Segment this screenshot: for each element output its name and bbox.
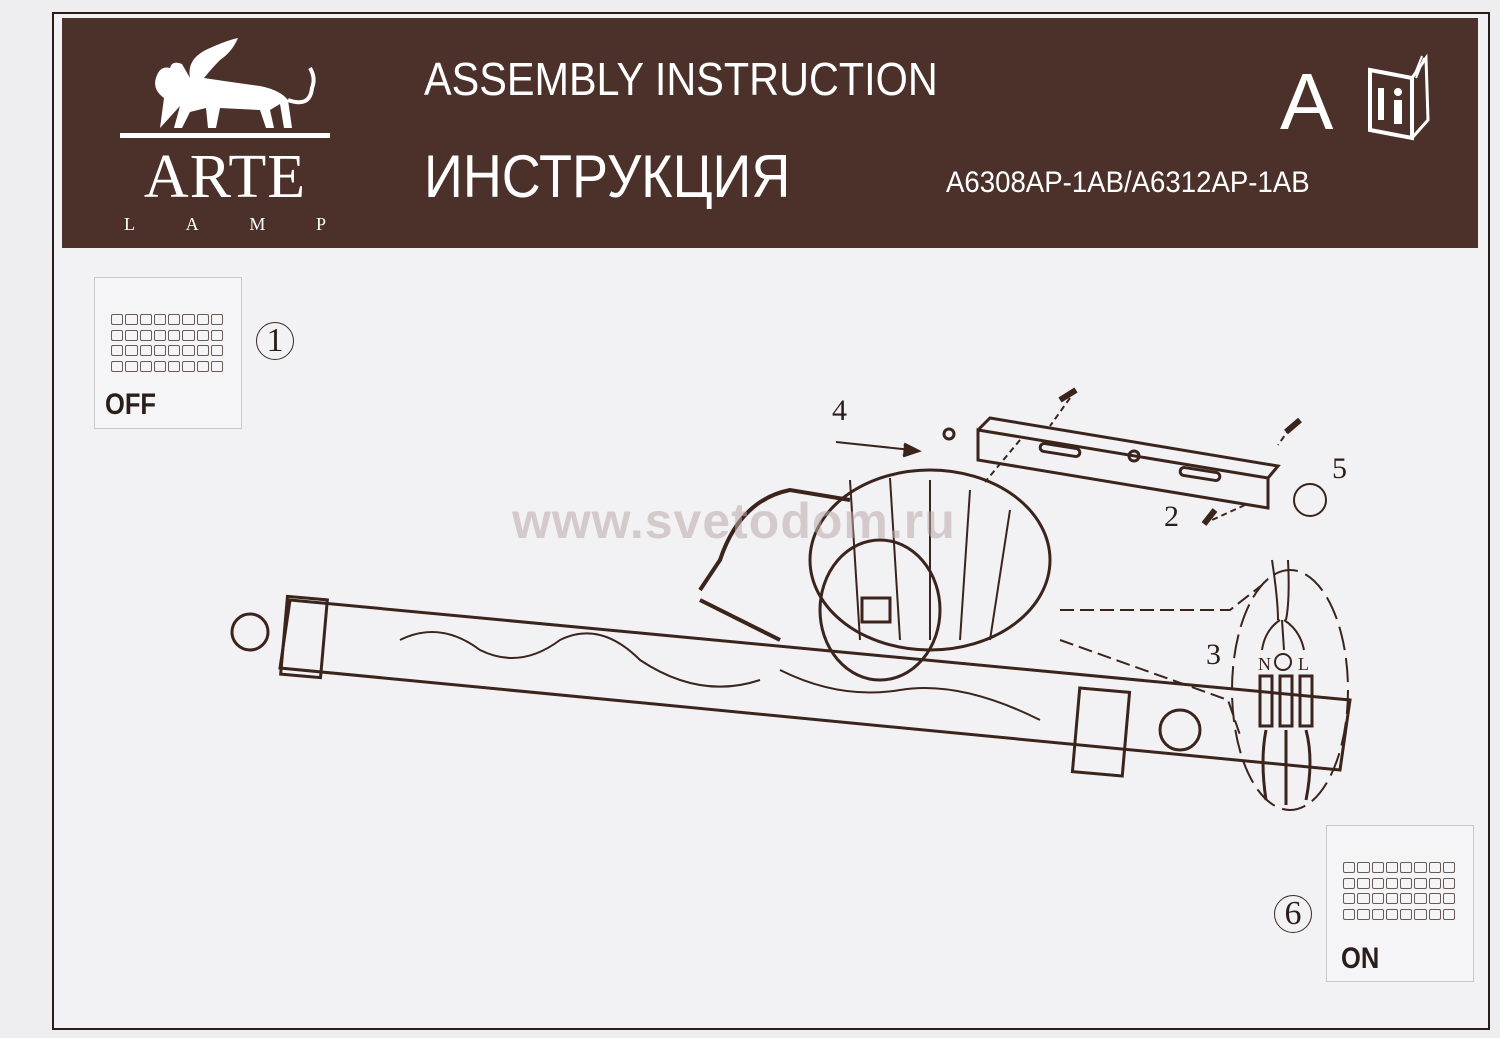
power-off-switch-diagram: OFF bbox=[94, 277, 242, 429]
step-1-number: 1 bbox=[256, 322, 294, 360]
model-number: A6308AP-1AB/A6312AP-1AB bbox=[946, 166, 1310, 199]
step-6-number: 6 bbox=[1274, 895, 1312, 933]
griffin-logo bbox=[155, 38, 316, 128]
screw-guide-left bbox=[984, 397, 1071, 483]
screw-head bbox=[942, 427, 956, 441]
brand-letter: M bbox=[249, 214, 266, 234]
on-label: ON bbox=[1341, 942, 1380, 975]
logo-rule bbox=[120, 133, 330, 138]
callout-nut: 5 bbox=[1332, 452, 1347, 485]
arrow-head bbox=[902, 442, 922, 458]
mounting-bracket bbox=[976, 416, 1281, 510]
lamp-tube bbox=[230, 594, 1352, 778]
breaker-panel bbox=[1343, 862, 1455, 922]
callout-screw: 2 bbox=[1164, 500, 1179, 533]
detail-leader-top bbox=[1060, 584, 1263, 611]
off-label: OFF bbox=[105, 388, 156, 421]
wall-plug-left bbox=[1058, 387, 1078, 403]
mount-screw bbox=[1201, 508, 1218, 526]
brand-letter: L bbox=[124, 214, 135, 234]
brand-subtitle: L A M P bbox=[120, 214, 330, 235]
lamp-arm-and-shade bbox=[698, 468, 1052, 682]
title-russian: ИНСТРУКЦИЯ bbox=[424, 143, 791, 210]
breaker-panel bbox=[111, 314, 223, 374]
nut bbox=[1293, 483, 1327, 517]
callout-bracket: 4 bbox=[832, 394, 847, 427]
title-english: ASSEMBLY INSTRUCTION bbox=[424, 53, 938, 105]
arte-lamp-logo: ARTE L A M P bbox=[120, 38, 330, 238]
terminal-detail-ellipse bbox=[1231, 569, 1349, 811]
section-letter: A bbox=[1280, 57, 1334, 146]
header-banner: ARTE L A M P ASSEMBLY INSTRUCTION ИНСТРУ… bbox=[62, 18, 1478, 248]
wall-plug-right bbox=[1284, 417, 1302, 435]
terminal-block bbox=[1258, 559, 1314, 805]
watermark: www.svetodom.ru bbox=[512, 493, 956, 549]
terminal-neutral-label: N bbox=[1258, 654, 1271, 674]
power-on-switch-diagram: ON bbox=[1326, 825, 1474, 982]
brand-letter: P bbox=[315, 214, 326, 234]
brand-letter: A bbox=[185, 214, 199, 234]
instruction-book-icon bbox=[1368, 53, 1430, 141]
arrow-to-bracket bbox=[835, 441, 913, 451]
terminal-live-label: L bbox=[1298, 654, 1309, 674]
detail-leader-bottom bbox=[1059, 639, 1241, 736]
callout-terminal: 3 bbox=[1206, 638, 1221, 671]
brand-name: ARTE bbox=[143, 143, 307, 211]
